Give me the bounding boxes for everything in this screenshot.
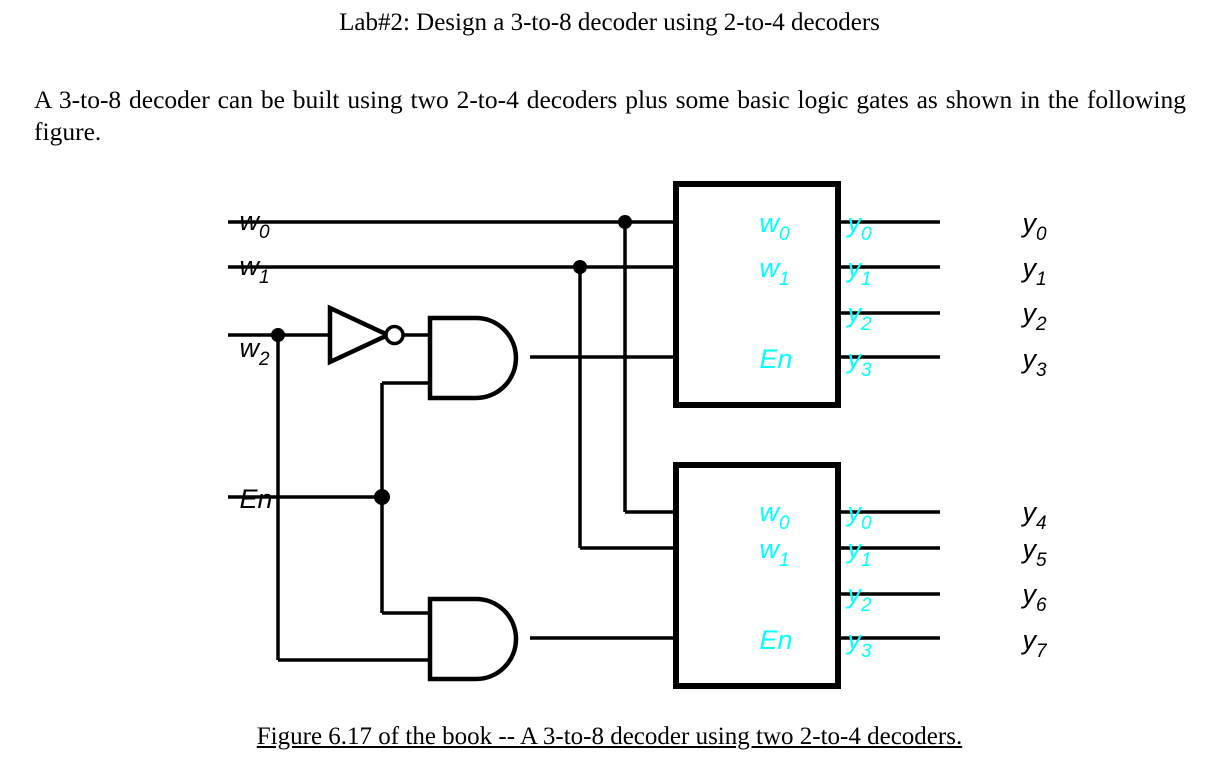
upper-decoder-output-y1-sub: 1 (861, 269, 872, 290)
upper-decoder-output-y1-base: y (846, 253, 863, 283)
lower-decoder-output-y3: y3 (780, 625, 924, 663)
upper-decoder-output-y2-sub: 2 (860, 314, 872, 335)
output-labels-group: y0 y1 y2 y3 y4 y5 y6 y7 (955, 208, 1099, 663)
upper-decoder-input-w0-sub: 0 (779, 224, 790, 245)
lower-decoder-output-y1-sub: 1 (861, 550, 872, 571)
output-label-y6-sub: 6 (1036, 595, 1047, 616)
output-label-y0-sub: 0 (1036, 224, 1047, 245)
lower-decoder-input-w1-base: w (760, 534, 781, 564)
lower-decoder-output-y0: y0 (780, 497, 924, 535)
upper-decoder-input-en: En (692, 344, 845, 374)
upper-decoder-box (673, 181, 841, 408)
input-label-w2-base: w (240, 333, 261, 363)
upper-decoder-output-y2: y2 (780, 298, 924, 336)
input-label-w0: w0 (172, 206, 322, 244)
lower-decoder-input-w0-sub: 0 (779, 513, 790, 534)
lower-decoder-input-w1: w1 (692, 534, 842, 572)
output-label-y5-sub: 5 (1036, 550, 1047, 571)
lower-decoder-output-y0-base: y (846, 497, 863, 527)
output-label-y3-base: y (1021, 344, 1038, 374)
upper-decoder-output-y1: y1 (780, 253, 924, 291)
upper-and-gate (427, 315, 519, 401)
junction-dot-en (374, 489, 390, 505)
junction-dot-w0 (618, 215, 632, 229)
upper-decoder-output-y2-base: y (846, 298, 863, 328)
upper-decoder-output-y0-base: y (846, 208, 863, 238)
output-label-y1: y1 (955, 253, 1099, 291)
input-label-en-base: En (240, 484, 273, 514)
input-labels-group: w0 w1 w2 En (172, 206, 325, 514)
upper-decoder-output-y3-base: y (846, 344, 863, 374)
upper-decoder-output-y0-sub: 0 (861, 224, 872, 245)
page-title: Lab#2: Design a 3-to-8 decoder using 2-t… (339, 9, 880, 36)
output-label-y1-base: y (1021, 253, 1038, 283)
output-label-y2-base: y (1021, 298, 1038, 328)
upper-decoder-input-en-base: En (760, 344, 793, 374)
figure-caption: Figure 6.17 of the book -- A 3-to-8 deco… (0, 722, 1219, 752)
wires-group (228, 220, 940, 662)
intro-paragraph: A 3-to-8 decoder can be built using two … (34, 85, 1186, 146)
upper-decoder-output-y3: y3 (780, 344, 924, 382)
upper-decoder-input-w1-sub: 1 (779, 269, 790, 290)
input-label-w1: w1 (172, 251, 322, 289)
not-gate (327, 304, 405, 366)
lower-decoder-input-w0-base: w (760, 497, 781, 527)
lower-decoder-output-y3-base: y (846, 625, 863, 655)
output-label-y0-base: y (1021, 208, 1038, 238)
input-label-w0-sub: 0 (259, 222, 270, 243)
output-label-y7-base: y (1021, 625, 1038, 655)
output-label-y6: y6 (955, 579, 1099, 617)
output-label-y5: y5 (955, 534, 1099, 572)
output-label-y3: y3 (955, 344, 1099, 382)
lower-decoder-output-y3-sub: 3 (861, 641, 872, 662)
output-label-y3-sub: 3 (1036, 360, 1047, 381)
input-label-w2-sub: 2 (258, 349, 270, 370)
upper-decoder-input-w1-base: w (760, 253, 781, 283)
junction-dot-w2 (271, 328, 285, 342)
output-label-y7: y7 (955, 625, 1099, 663)
lower-decoder-input-w0: w0 (692, 497, 842, 535)
output-label-y4: y4 (955, 497, 1099, 535)
output-label-y2: y2 (955, 298, 1099, 336)
output-label-y4-base: y (1021, 497, 1038, 527)
upper-decoder-output-y3-sub: 3 (861, 360, 872, 381)
input-label-w1-sub: 1 (259, 267, 270, 288)
lower-and-gate (427, 596, 519, 682)
input-label-w1-base: w (240, 251, 261, 281)
output-label-y7-sub: 7 (1036, 641, 1048, 662)
input-label-en: En (172, 484, 325, 514)
figure-caption-text: Figure 6.17 of the book -- A 3-to-8 deco… (256, 723, 963, 750)
not-gate-bubble (384, 324, 405, 346)
lower-and-gate-body (427, 596, 519, 682)
output-label-y4-sub: 4 (1036, 513, 1047, 534)
lower-decoder-output-y2: y2 (780, 579, 924, 617)
output-label-y1-sub: 1 (1036, 269, 1047, 290)
upper-decoder-output-y0: y0 (780, 208, 924, 246)
lower-decoder-output-y2-base: y (846, 579, 863, 609)
junction-dots-group (271, 215, 632, 505)
input-label-w2: w2 (172, 333, 322, 371)
junction-dot-w1 (573, 260, 587, 274)
input-label-w0-base: w (240, 206, 261, 236)
lower-decoder-input-en: En (692, 625, 845, 655)
output-label-y6-base: y (1021, 579, 1038, 609)
output-label-y5-base: y (1021, 534, 1038, 564)
upper-and-gate-body (427, 315, 519, 401)
upper-decoder-input-w0: w0 (692, 208, 842, 246)
lower-decoder-output-y1-base: y (846, 534, 863, 564)
lower-decoder-input-en-base: En (760, 625, 793, 655)
output-label-y2-sub: 2 (1035, 314, 1047, 335)
lower-decoder-output-y1: y1 (780, 534, 924, 572)
upper-decoder-input-w1: w1 (692, 253, 842, 291)
output-label-y0: y0 (955, 208, 1099, 246)
lower-decoder-input-w1-sub: 1 (779, 550, 790, 571)
lower-decoder-box (673, 462, 841, 689)
lower-decoder-labels-group: w0 w1 En y0 y1 y2 y3 (692, 497, 924, 663)
lower-decoder-output-y2-sub: 2 (860, 595, 872, 616)
lower-decoder-output-y0-sub: 0 (861, 513, 872, 534)
upper-decoder-labels-group: w0 w1 En y0 y1 y2 y3 (692, 208, 924, 382)
upper-decoder-input-w0-base: w (760, 208, 781, 238)
not-gate-triangle (327, 304, 394, 366)
